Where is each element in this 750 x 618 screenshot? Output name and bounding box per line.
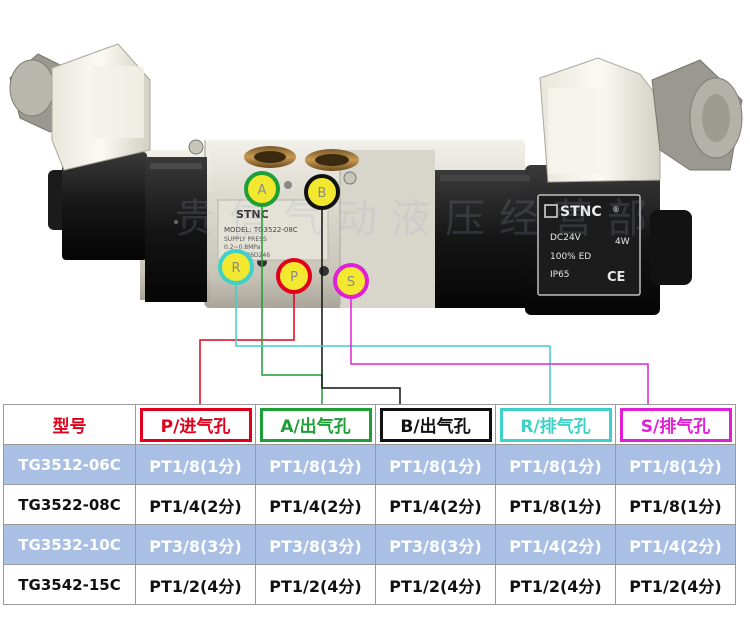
- mounting-screw: [284, 181, 292, 189]
- watermark: 贵信气动液压经营部: [175, 196, 661, 242]
- svg-text:R: R: [231, 261, 240, 276]
- table-cell: PT1/8(1分): [135, 444, 256, 485]
- ce-mark: CE: [607, 270, 625, 285]
- table-cell-model: TG3522-08C: [3, 484, 136, 525]
- svg-text:A: A: [258, 183, 267, 198]
- table-cell: PT1/2(4分): [255, 564, 376, 605]
- table-cell: PT1/4(2分): [255, 484, 376, 525]
- right-coil: [435, 170, 535, 308]
- table-cell-model: TG3512-06C: [3, 444, 136, 485]
- port-spec-table: 型号 P/进气孔 A/出气孔 B/出气孔 R/排气孔 S/排气孔 TG3512-…: [3, 404, 736, 605]
- table-cell: PT3/8(3分): [135, 524, 256, 565]
- coil-voltage: DC24V: [550, 233, 582, 243]
- coil-dot: [174, 220, 178, 224]
- left-coil-ring: [145, 157, 207, 302]
- table-row: TG3522-08C PT1/4(2分) PT1/4(2分) PT1/4(2分)…: [3, 484, 736, 525]
- table-cell: PT1/4(2分): [375, 484, 496, 525]
- header-port-b-label: B/出气孔: [379, 407, 492, 442]
- header-port-r-label: R/排气孔: [499, 407, 612, 442]
- left-connector-nut: [9, 59, 55, 117]
- svg-text:S: S: [347, 275, 355, 290]
- mounting-screw: [343, 171, 357, 185]
- brand-logo-box: [544, 204, 558, 218]
- right-coil-cap: [650, 210, 692, 285]
- right-connector-face: [548, 88, 604, 174]
- table-row: TG3532-10C PT3/8(3分) PT3/8(3分) PT3/8(3分)…: [3, 524, 736, 565]
- table-cell: PT1/4(2分): [615, 524, 736, 565]
- svg-text:B: B: [318, 186, 327, 201]
- table-cell: PT1/8(1分): [375, 444, 496, 485]
- connector-line-b: [321, 209, 401, 404]
- port-marker-b: B: [304, 174, 340, 210]
- port-marker-p: P: [276, 258, 312, 294]
- table-cell: PT1/2(4分): [135, 564, 256, 605]
- coil-protection: IP65: [550, 270, 570, 280]
- table-cell: PT1/8(1分): [615, 484, 736, 525]
- mounting-screw: [188, 139, 204, 155]
- right-connector-nut-inner: [702, 94, 730, 142]
- table-row: TG3512-06C PT1/8(1分) PT1/8(1分) PT1/8(1分)…: [3, 444, 736, 485]
- coil-duty: 100% ED: [550, 252, 591, 262]
- port-hole: [254, 151, 286, 163]
- header-port-b: B/出气孔: [375, 404, 496, 445]
- left-connector-face: [92, 66, 144, 138]
- coil-brand: STNC: [560, 204, 602, 220]
- header-port-s-label: S/排气孔: [619, 407, 732, 442]
- header-port-p: P/进气孔: [135, 404, 256, 445]
- table-cell: PT1/2(4分): [375, 564, 496, 605]
- table-row: TG3542-15C PT1/2(4分) PT1/2(4分) PT1/2(4分)…: [3, 564, 736, 605]
- header-port-r: R/排气孔: [495, 404, 616, 445]
- svg-text:P: P: [290, 270, 298, 285]
- table-cell: PT1/4(2分): [495, 524, 616, 565]
- header-port-s: S/排气孔: [615, 404, 736, 445]
- header-port-a-label: A/出气孔: [259, 407, 372, 442]
- coil-label: [537, 194, 641, 296]
- table-cell: PT1/4(2分): [135, 484, 256, 525]
- port-marker-a: A: [244, 171, 280, 207]
- plate-line: 0.2~0.8MPa: [224, 244, 261, 251]
- port-hole: [315, 154, 349, 166]
- header-port-p-label: P/进气孔: [139, 407, 252, 442]
- coil-power: 4W: [615, 237, 630, 247]
- table-cell: PT3/8(3分): [375, 524, 496, 565]
- table-cell: PT1/8(1分): [495, 484, 616, 525]
- mounting-screw: [319, 266, 329, 276]
- table-cell: PT1/8(1分): [615, 444, 736, 485]
- plate-model: MODEL: TG3522-08C: [224, 226, 298, 234]
- table-cell: PT1/8(1分): [255, 444, 376, 485]
- coil-brand-mark: ®: [612, 205, 620, 214]
- table-cell-model: TG3532-10C: [3, 524, 136, 565]
- table-cell: PT1/2(4分): [495, 564, 616, 605]
- port-marker-s: S: [333, 263, 369, 299]
- table-header-row: 型号 P/进气孔 A/出气孔 B/出气孔 R/排气孔 S/排气孔: [3, 404, 736, 445]
- connector-line-a: [261, 206, 323, 404]
- connector-line-s: [350, 298, 649, 404]
- connector-line-p: [199, 293, 295, 404]
- port-marker-r: R: [218, 249, 254, 285]
- table-cell: PT1/8(1分): [495, 444, 616, 485]
- header-port-a: A/出气孔: [255, 404, 376, 445]
- right-coil-highlight: [440, 175, 530, 181]
- left-coil-highlight: [150, 163, 202, 169]
- table-cell: PT3/8(3分): [255, 524, 376, 565]
- plate-brand: STNC: [236, 208, 269, 221]
- connector-line-r: [235, 284, 551, 404]
- plate-line: SUPPLY PRESS: [224, 236, 267, 243]
- left-coil: [62, 152, 147, 260]
- table-cell: PT1/2(4分): [615, 564, 736, 605]
- table-cell-model: TG3542-15C: [3, 564, 136, 605]
- header-model: 型号: [3, 404, 136, 445]
